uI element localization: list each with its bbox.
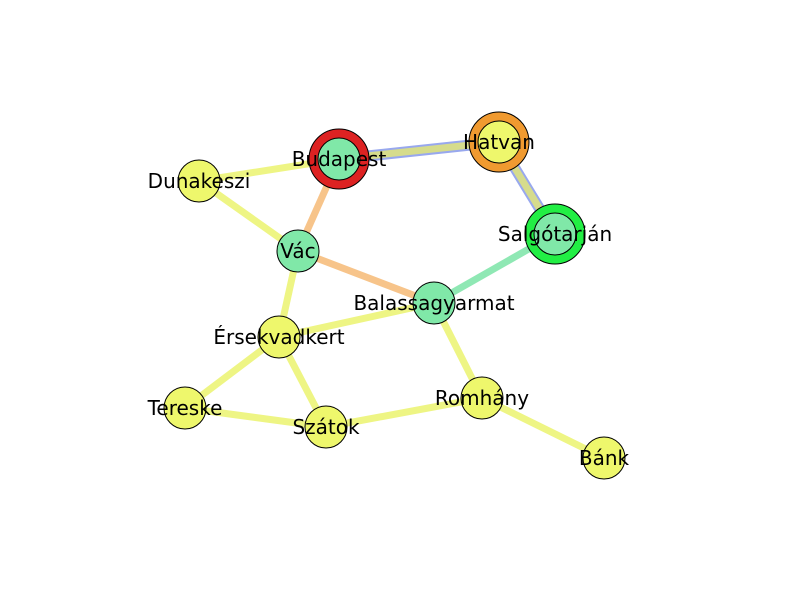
node-label-balassagyarmat: Balassagyarmat: [353, 291, 514, 315]
node-balassagyarmat[interactable]: [412, 281, 456, 325]
node-romhany[interactable]: [460, 376, 504, 420]
node-vac[interactable]: [276, 229, 320, 273]
node-circle: [304, 405, 348, 449]
node-label-vac: Vác: [280, 239, 315, 263]
edge-balassagyarmat-ersekvadkert: [278, 299, 435, 341]
node-hatvan[interactable]: [468, 111, 530, 173]
node-circle: [177, 159, 221, 203]
node-circle: [257, 315, 301, 359]
node-dunakeszi[interactable]: [177, 159, 221, 203]
node-circle: [460, 376, 504, 420]
node-szatok[interactable]: [304, 405, 348, 449]
edge-romhany-bank: [480, 394, 606, 462]
node-circle: [163, 386, 207, 430]
nodes-layer: [163, 111, 626, 480]
node-label-romhany: Romhány: [435, 386, 529, 410]
edge-vac-balassagyarmat: [296, 247, 436, 307]
node-circle: [533, 212, 577, 256]
edge-line: [278, 299, 435, 341]
edge-line: [184, 404, 327, 431]
node-circle: [276, 229, 320, 273]
edge-line: [480, 394, 606, 462]
node-label-bank: Bánk: [579, 446, 630, 470]
node-circle: [317, 137, 361, 181]
node-label-salgotarjan: Salgótarján: [498, 222, 612, 246]
node-budapest[interactable]: [308, 128, 370, 190]
node-circle: [412, 281, 456, 325]
node-circle: [477, 120, 521, 164]
node-ersekvadkert[interactable]: [257, 315, 301, 359]
node-label-szatok: Szátok: [292, 415, 360, 439]
node-label-dunakeszi: Dunakeszi: [148, 169, 251, 193]
node-salgotarjan[interactable]: [524, 203, 586, 265]
node-circle: [582, 436, 626, 480]
edge-line: [325, 394, 483, 431]
node-label-ersekvadkert: Érsekvadkert: [213, 325, 344, 349]
node-label-budapest: Budapest: [292, 147, 387, 171]
edge-line: [296, 247, 436, 307]
edge-szatok-romhany: [325, 394, 483, 431]
node-tereske[interactable]: [163, 386, 207, 430]
node-bank[interactable]: [582, 436, 626, 480]
edge-tereske-szatok: [184, 404, 327, 431]
node-label-tereske: Tereske: [147, 396, 223, 420]
node-label-hatvan: Hatvan: [463, 130, 535, 154]
